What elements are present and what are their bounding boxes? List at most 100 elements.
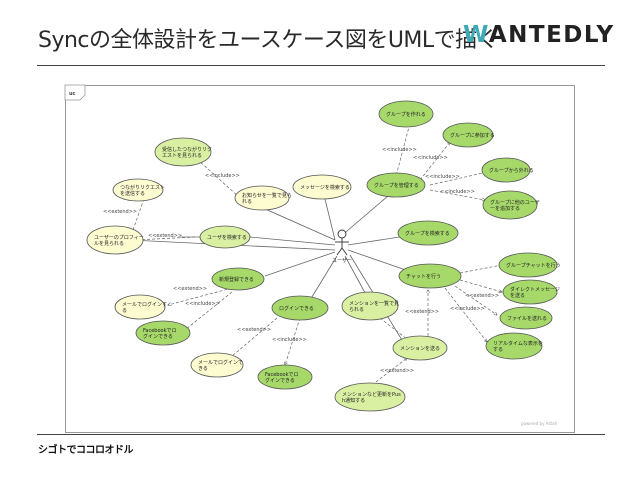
include-label: <<include>>: [382, 147, 417, 153]
usecase-label: グループを管理する: [374, 182, 419, 189]
usecase-ellipse: [135, 320, 191, 346]
usecase-label: メールでログインする: [122, 301, 167, 314]
include-label: <<include>>: [425, 174, 460, 180]
usecase-label: メッセージを検索する: [300, 184, 350, 191]
usecase-ellipse: [234, 185, 290, 211]
usecase-uc22: メールでログインできる: [190, 352, 244, 378]
usecase-uc4: ユーザを検索する: [199, 225, 251, 249]
usecase-label: ログインできる: [279, 305, 314, 312]
include-label: <<include>>: [440, 189, 475, 195]
usecase-uc2: つながりリクエストを送信する: [112, 178, 165, 202]
usecase-ellipse: [397, 220, 459, 246]
usecase-label: ユーザーのプロフィールを見られる: [94, 235, 144, 247]
extend-label: <<extend>>: [237, 327, 271, 333]
usecase-label: グループに参加する: [450, 132, 495, 139]
usecase-uc19: メールでログインする: [114, 294, 167, 320]
usecase-uc20: Facebookでログインできる: [135, 320, 191, 346]
include-label: <<include>>: [450, 306, 485, 312]
extend-label: <<extend>>: [380, 368, 414, 374]
frame-tag: uc: [69, 91, 76, 97]
usecase-uc1: 受信したつながりリクエストを見られる: [154, 137, 212, 167]
include-label: <<include>>: [205, 173, 240, 179]
usecase-uc23: Facebookでログインできる: [257, 364, 313, 390]
usecase-ellipse: [190, 352, 244, 378]
usecase-uc14: グループチャットを行う: [498, 252, 561, 278]
logo-initial: W: [463, 22, 489, 48]
usecase-label: ファイルを送れる: [507, 315, 547, 322]
footer-tagline: シゴトでココロオドル: [38, 445, 134, 456]
usecase-uc5: お知らせを一覧で見られる: [234, 185, 292, 211]
usecase-ellipse: [498, 252, 558, 278]
extend-label: <<extend>>: [103, 209, 137, 215]
usecase-ellipse: [499, 306, 553, 330]
usecase-uc25: メンションを送る: [392, 335, 448, 361]
usecase-uc8: グループに参加する: [442, 122, 495, 148]
usecase-ellipse: [392, 335, 448, 361]
usecase-ellipse: [398, 263, 462, 289]
relation-labels: <<include>> <<extend>> <<extend>> <<incl…: [103, 147, 499, 374]
usecase-uc13: チャットを行う: [398, 263, 462, 289]
usecase-ellipse: [341, 291, 399, 321]
dependency-lines: [132, 123, 502, 386]
usecase-label: つながりリクエストを送信する: [120, 184, 165, 197]
usecase-uc11: グループに他のユーザーを追加する: [482, 190, 540, 220]
usecase-uc15: ダイレクトメッセージを送る: [502, 279, 560, 305]
usecase-ellipse: [502, 279, 558, 305]
usecase-uc17: リアルタイムな表示をする: [485, 332, 543, 360]
usecase-ellipse: [366, 172, 426, 198]
usecase-label: グループから外れる: [489, 167, 534, 174]
wantedly-logo: WANTEDLY: [463, 22, 615, 48]
usecase-ellipse: [334, 382, 406, 412]
usecase-ellipse: [378, 100, 434, 128]
usecase-uc6: メッセージを検索する: [292, 174, 352, 200]
usecase-label: 新規登録できる: [219, 276, 254, 283]
usecase-ellipse: [482, 190, 538, 220]
usecase-label: Facebookでログインできる: [143, 328, 177, 340]
usecase-uc10: グループから外れる: [481, 157, 534, 183]
usecase-label: グループに他のユーザーを追加する: [490, 199, 540, 212]
usecase-ellipse: [211, 267, 265, 291]
usecase-ellipse: [86, 225, 144, 255]
usecase-label: グループを作れる: [386, 111, 426, 118]
usecase-uc7: グループを作れる: [378, 100, 434, 128]
usecase-uc18: 新規登録できる: [211, 267, 265, 291]
usecase-uc16: ファイルを送れる: [499, 306, 553, 330]
diagram-frame: [65, 85, 575, 433]
usecase-label: チャットを行う: [406, 273, 441, 280]
usecase-label: Facebookでログインできる: [265, 372, 299, 384]
usecase-label: リアルタイムな表示をする: [493, 340, 543, 353]
usecase-ellipse: [114, 294, 166, 320]
slide-title: Syncの全体設計をユースケース図をUMLで描く: [38, 28, 499, 53]
frame-tag-box: [64, 84, 86, 101]
usecase-ellipse: [292, 174, 352, 200]
header-divider: [37, 65, 605, 66]
usecase-label: お知らせを一覧で見られる: [242, 192, 292, 205]
usecase-ellipse: [257, 364, 313, 390]
usecase-ellipse: [442, 122, 494, 148]
usecase-uc12: グループを検索する: [397, 220, 459, 246]
usecase-label: メンションを一覧で見られる: [349, 300, 399, 313]
usecase-label: ダイレクトメッセージを送る: [510, 286, 560, 299]
extend-label: <<extend>>: [148, 233, 182, 239]
usecase-ellipse: [481, 157, 531, 183]
extend-label: <<extend>>: [465, 293, 499, 299]
usecase-ellipse: [485, 332, 543, 360]
usecase-uc24: メンションを一覧で見られる: [341, 291, 399, 321]
extend-label: <<extend>>: [405, 309, 439, 315]
usecase-label: ユーザを検索する: [207, 234, 247, 241]
usecase-label: メンションを送る: [400, 345, 440, 352]
usecase-uc9: グループを管理する: [366, 172, 426, 198]
actor-icon: [335, 229, 349, 256]
include-label: <<include>>: [185, 301, 220, 307]
usecase-ellipse: [199, 225, 251, 249]
usecase-uc3: ユーザーのプロフィールを見られる: [86, 225, 144, 255]
footer-divider: [37, 434, 605, 435]
include-label: <<include>>: [272, 337, 307, 343]
usecase-label: 受信したつながりリクエストを見られる: [162, 146, 212, 159]
usecase-ellipse: [112, 178, 164, 202]
usecase-ellipse: [154, 137, 212, 167]
extend-label: <<extend>>: [173, 286, 207, 292]
